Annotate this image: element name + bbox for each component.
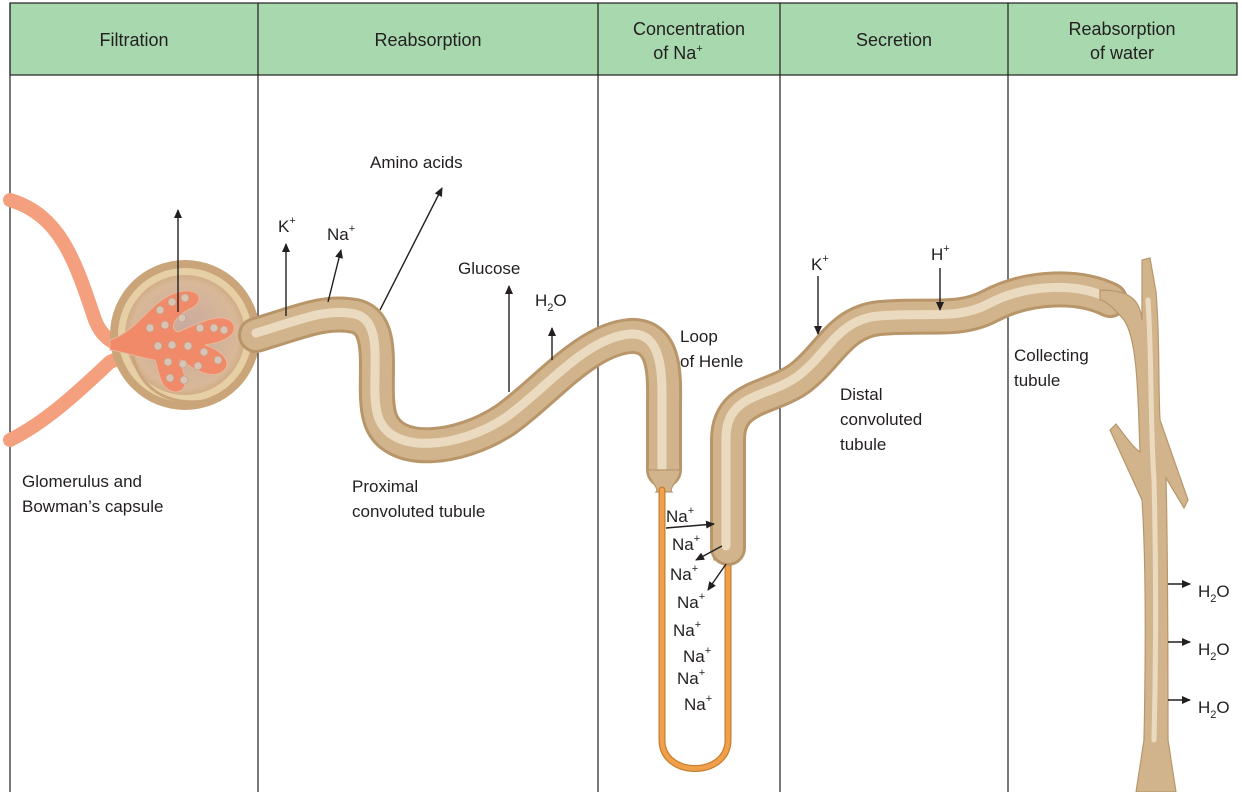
glomerulus-label-line2: Bowman’s capsule: [22, 497, 163, 516]
header-filtration: Filtration: [99, 30, 168, 50]
h-label-secretion: H+: [931, 243, 950, 264]
header-band: [10, 3, 1237, 75]
collecting-label-line1: Collecting: [1014, 346, 1089, 365]
header-secretion: Secretion: [856, 30, 932, 50]
loop-na-label: Na+: [677, 591, 705, 612]
header-reabsorption: Reabsorption: [374, 30, 481, 50]
na-reabsorption-arrow: [328, 250, 341, 302]
distal-label-line1: Distal: [840, 385, 883, 404]
proximal-convoluted-tubule: [256, 312, 664, 470]
loop-na-label: Na+: [683, 645, 711, 666]
amino-acids-label: Amino acids: [370, 153, 463, 172]
loop-na-label: Na+: [677, 667, 705, 688]
water-label: H2O: [1198, 582, 1230, 605]
water-label: H2O: [1198, 698, 1230, 721]
proximal-label-line1: Proximal: [352, 477, 418, 496]
header-concentration-line2: of Na+: [653, 43, 702, 63]
header-water-reabsorption-line1: Reabsorption: [1068, 19, 1175, 39]
collecting-label-line2: tubule: [1014, 371, 1060, 390]
k-label-secretion: K+: [811, 253, 829, 274]
loop-na-label: Na+: [684, 693, 712, 714]
h2o-label-reabsorption: H2O: [535, 291, 567, 314]
loop-na-label: Na+: [670, 563, 698, 584]
loop-na-label: Na+: [673, 619, 701, 640]
distal-label-line2: convoluted: [840, 410, 922, 429]
glomerulus-label-line1: Glomerulus and: [22, 472, 142, 491]
loop-na-label: Na+: [666, 505, 694, 526]
collecting-water-labels: H2O H2O H2O: [1198, 582, 1230, 721]
distal-label-line3: tubule: [840, 435, 886, 454]
loop-na-label: Na+: [672, 533, 700, 554]
proximal-label-line2: convoluted tubule: [352, 502, 485, 521]
header-concentration-line1: Concentration: [633, 19, 745, 39]
water-label: H2O: [1198, 640, 1230, 663]
k-label-reabsorption: K+: [278, 215, 296, 236]
header-water-reabsorption-line2: of water: [1090, 43, 1154, 63]
glucose-label: Glucose: [458, 259, 520, 278]
na-label-reabsorption: Na+: [327, 223, 355, 244]
loop-na-arrow-3: [708, 564, 726, 590]
loop-sodium-labels: Na+ Na+ Na+ Na+ Na+ Na+ Na+ Na+: [666, 505, 712, 714]
amino-acids-arrow: [380, 188, 442, 310]
collecting-duct: [1100, 258, 1188, 792]
loop-label-line1: Loop: [680, 327, 718, 346]
loop-label-line2: of Henle: [680, 352, 743, 371]
